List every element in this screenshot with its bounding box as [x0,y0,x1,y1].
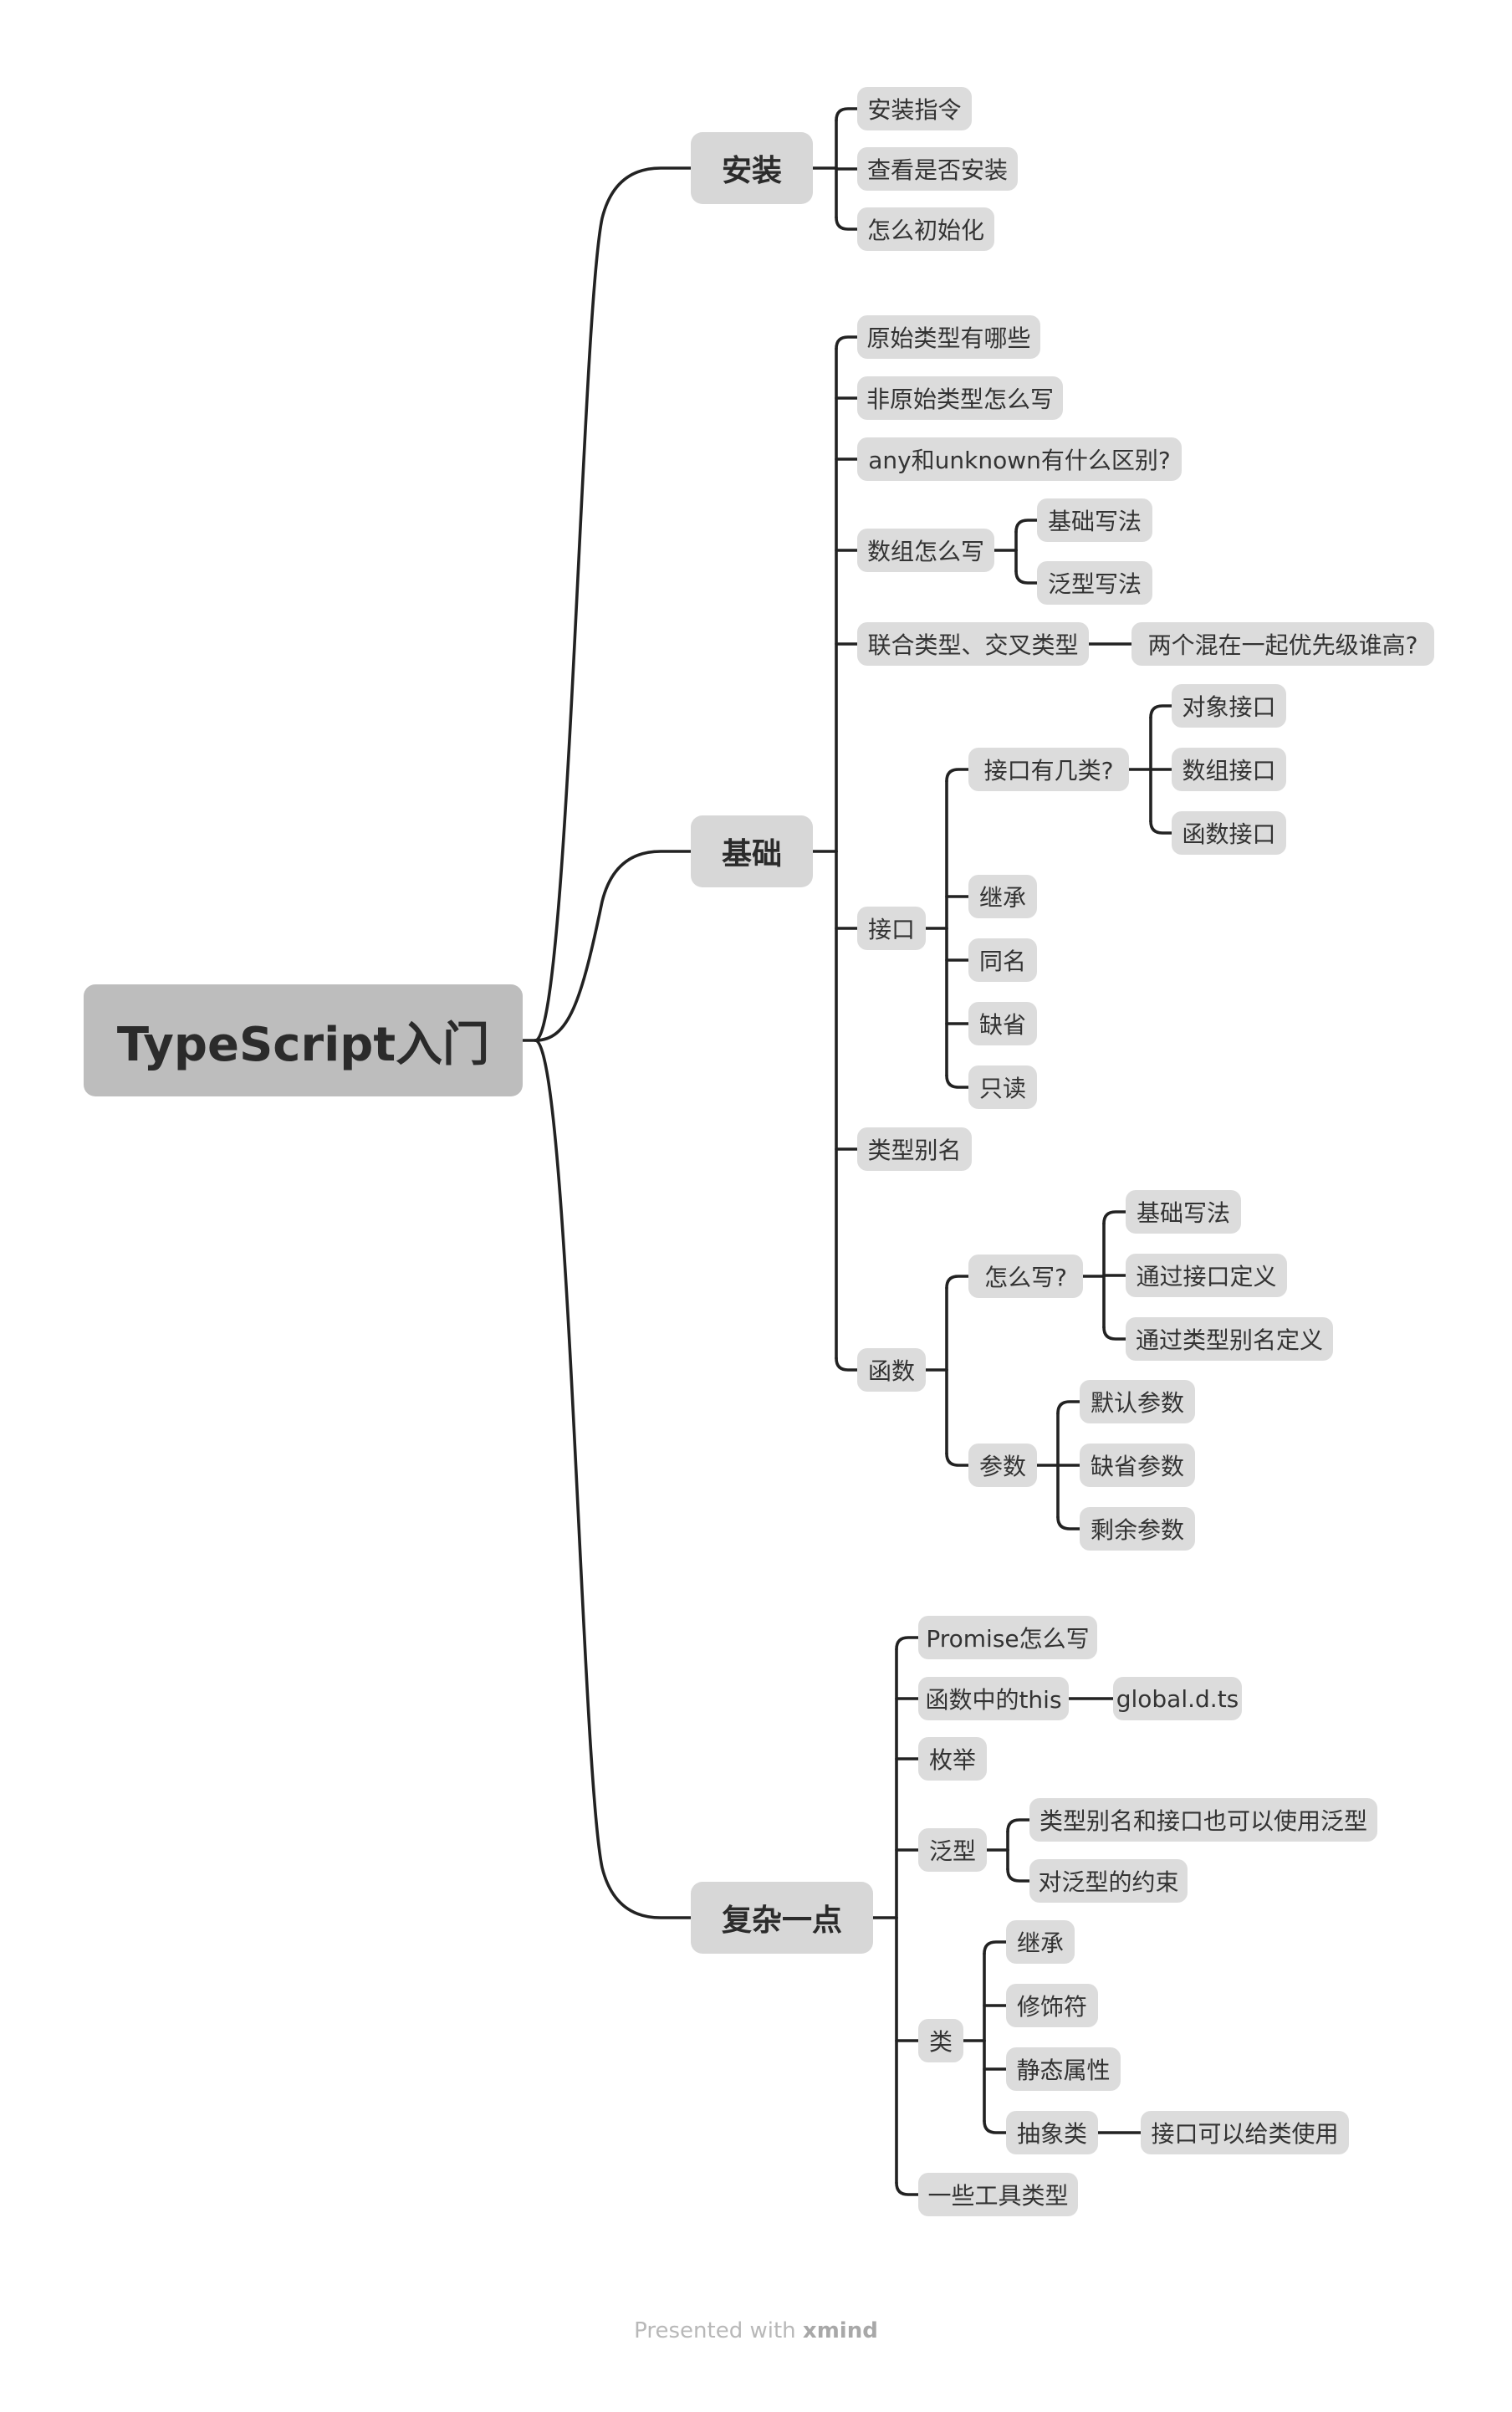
topic-this-in-function[interactable]: 函数中的this [918,1677,1069,1720]
topic-array-basic-syntax[interactable]: 基础写法 [1037,498,1152,542]
topic-interface-inherit[interactable]: 继承 [968,875,1037,918]
topic-array-generic-syntax[interactable]: 泛型写法 [1037,561,1152,605]
topic-interface-for-class[interactable]: 接口可以给类使用 [1141,2111,1349,2154]
topic-interface-same-name[interactable]: 同名 [968,938,1037,982]
topic-install-command[interactable]: 安装指令 [857,87,972,130]
topic-function-via-interface[interactable]: 通过接口定义 [1126,1254,1287,1297]
footer-prefix: Presented with [634,2318,803,2343]
topic-abstract-class[interactable]: 抽象类 [1006,2111,1098,2154]
topic-array-interface[interactable]: 数组接口 [1172,748,1286,791]
topic-utility-types[interactable]: 一些工具类型 [918,2173,1078,2216]
topic-interface-optional[interactable]: 缺省 [968,1002,1037,1045]
topic-array[interactable]: 数组怎么写 [857,529,994,572]
topic-union-intersection[interactable]: 联合类型、交叉类型 [857,622,1089,666]
topic-interface[interactable]: 接口 [857,907,926,950]
topic-check-installed[interactable]: 查看是否安装 [857,147,1018,191]
topic-type-alias[interactable]: 类型别名 [857,1127,972,1171]
xmind-brand[interactable]: xmind [802,2318,878,2343]
topic-non-primitive-types[interactable]: 非原始类型怎么写 [857,376,1063,420]
topic-any-vs-unknown[interactable]: any和unknown有什么区别? [857,437,1182,481]
topic-function-how[interactable]: 怎么写? [968,1255,1083,1298]
topic-function[interactable]: 函数 [857,1348,926,1392]
topic-generics[interactable]: 泛型 [918,1828,987,1872]
topic-function-interface[interactable]: 函数接口 [1172,811,1286,855]
topic-promise[interactable]: Promise怎么写 [918,1616,1097,1659]
topic-function-via-alias[interactable]: 通过类型别名定义 [1126,1317,1333,1361]
topic-how-to-init[interactable]: 怎么初始化 [857,207,994,251]
topic-install[interactable]: 安装 [691,132,813,204]
topic-generics-in-alias-interface[interactable]: 类型别名和接口也可以使用泛型 [1029,1798,1377,1842]
topic-object-interface[interactable]: 对象接口 [1172,684,1286,728]
topic-class-static[interactable]: 静态属性 [1006,2047,1121,2091]
topic-interface-kinds[interactable]: 接口有几类? [968,748,1129,791]
topic-class-modifiers[interactable]: 修饰符 [1006,1984,1098,2027]
topic-interface-readonly[interactable]: 只读 [968,1065,1037,1109]
topic-optional-params[interactable]: 缺省参数 [1080,1444,1195,1487]
root-topic[interactable]: TypeScript入门 [84,984,523,1096]
presented-with-footer: Presented with xmind [0,2318,1512,2343]
topic-enum[interactable]: 枚举 [918,1737,987,1781]
topic-global-dts[interactable]: global.d.ts [1113,1677,1242,1720]
topic-primitive-types[interactable]: 原始类型有哪些 [857,315,1040,359]
topic-basics[interactable]: 基础 [691,815,813,887]
topic-function-basic-syntax[interactable]: 基础写法 [1126,1190,1241,1234]
topic-advanced[interactable]: 复杂一点 [691,1882,873,1954]
topic-class[interactable]: 类 [918,2019,963,2062]
topic-default-params[interactable]: 默认参数 [1080,1380,1195,1423]
topic-class-inherit[interactable]: 继承 [1006,1920,1075,1964]
topic-rest-params[interactable]: 剩余参数 [1080,1507,1195,1551]
topic-precedence-question[interactable]: 两个混在一起优先级谁高? [1131,622,1434,666]
topic-generic-constraints[interactable]: 对泛型的约束 [1029,1859,1188,1903]
topic-function-params[interactable]: 参数 [968,1444,1037,1487]
